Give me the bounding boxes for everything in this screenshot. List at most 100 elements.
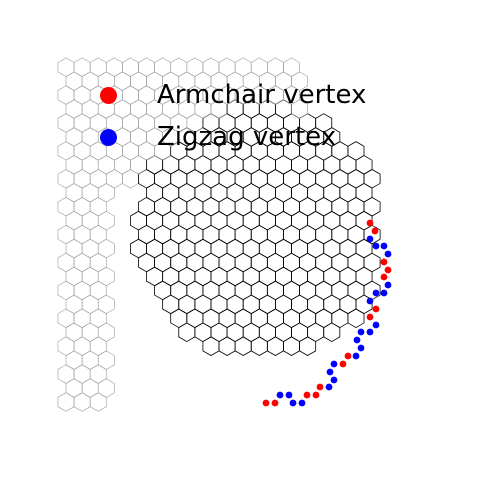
inner-hex-cell — [250, 224, 268, 245]
inner-hex-cell — [323, 322, 341, 343]
inner-hex-cell — [274, 238, 292, 259]
outer-hex-cell — [89, 252, 107, 273]
outer-hex-cell — [73, 141, 91, 161]
outer-hex-cell — [89, 364, 107, 384]
outer-hex-cell — [57, 224, 75, 245]
inner-hex-cell — [258, 294, 276, 315]
inner-hex-cell — [234, 224, 252, 245]
outer-hex-cell — [97, 322, 115, 342]
inner-hex-cell — [258, 322, 276, 343]
outer-hex-cell — [97, 238, 115, 259]
inner-hex-cell — [283, 336, 300, 356]
inner-hex-cell — [266, 336, 284, 356]
zigzag-vertex — [372, 242, 380, 250]
inner-hex-cell — [307, 238, 325, 259]
inner-hex-cell — [347, 308, 365, 329]
inner-hex-cell — [146, 155, 164, 175]
inner-hex-cell — [291, 266, 309, 287]
inner-hex-cell — [274, 182, 292, 203]
inner-hex-cell — [315, 308, 333, 329]
legend-item-zigzag: Zigzag vertex — [95, 116, 366, 158]
inner-hex-cell — [258, 155, 276, 175]
outer-hex-cell — [89, 308, 107, 328]
inner-hex-cell — [178, 294, 196, 315]
inner-hex-cell — [258, 182, 276, 203]
inner-hex-cell — [299, 280, 317, 301]
inner-hex-cell — [347, 252, 365, 273]
inner-hex-cell — [250, 308, 268, 329]
inner-hex-cell — [210, 294, 228, 315]
inner-hex-cell — [226, 210, 244, 231]
inner-hex-cell — [323, 182, 341, 203]
inner-hex-cell — [347, 280, 365, 301]
outer-hex-cell — [57, 85, 75, 105]
inner-hex-cell — [178, 182, 196, 203]
zigzag-vertex — [372, 321, 380, 329]
outer-hex-cell — [89, 392, 107, 412]
inner-hex-cell — [307, 294, 325, 315]
inner-hex-cell — [274, 210, 292, 231]
armchair-marker-icon — [100, 86, 117, 104]
inner-hex-cell — [315, 113, 333, 133]
inner-hex-cell — [315, 196, 333, 217]
outer-hex-cell — [89, 336, 107, 356]
inner-hex-cell — [315, 280, 333, 301]
zigzag-vertex — [357, 344, 365, 352]
inner-hex-cell — [194, 294, 212, 315]
inner-hex-cell — [363, 196, 381, 217]
inner-hex-cell — [202, 336, 220, 356]
zigzag-vertex — [298, 399, 306, 407]
inner-hex-cell — [138, 224, 155, 245]
inner-hex-cell — [226, 266, 244, 287]
inner-hex-cell — [234, 336, 252, 356]
inner-hex-cell — [266, 252, 284, 273]
inner-hex-cell — [291, 238, 309, 259]
outer-hex-cell — [57, 169, 75, 189]
outer-hex-cell — [65, 350, 83, 370]
inner-hex-cell — [266, 280, 284, 301]
inner-hex-cell — [162, 182, 180, 203]
inner-hex-cell — [315, 224, 333, 245]
inner-hex-cell — [331, 224, 349, 245]
inner-hex-cell — [291, 155, 309, 175]
zigzag-vertex — [330, 360, 338, 368]
inner-hex-cell — [307, 155, 325, 175]
inner-hex-cell — [154, 224, 172, 245]
inner-hex-cell — [162, 266, 180, 287]
outer-hex-cell — [73, 280, 91, 301]
inner-hex-cell — [226, 294, 244, 315]
outer-hex-cell — [65, 322, 83, 342]
zigzag-vertex — [384, 281, 392, 289]
inner-hex-cell — [283, 196, 300, 217]
inner-hex-cell — [186, 169, 204, 189]
inner-hex-cell — [218, 196, 236, 217]
inner-hex-cell — [210, 238, 228, 259]
outer-hex-cell — [81, 350, 99, 370]
inner-hex-cell — [170, 169, 188, 189]
zigzag-vertex — [384, 250, 392, 258]
inner-hex-cell — [186, 224, 204, 245]
inner-hex-cell — [234, 196, 252, 217]
inner-hex-cell — [210, 182, 228, 203]
armchair-vertex — [344, 352, 352, 360]
zigzag-marker-icon — [100, 128, 117, 146]
inner-hex-cell — [266, 169, 284, 189]
zigzag-vertex — [366, 297, 374, 305]
inner-hex-cell — [178, 155, 196, 175]
outer-hex-cell — [65, 266, 83, 287]
armchair-vertex — [303, 391, 311, 399]
outer-hex-cell — [65, 155, 83, 175]
inner-hex-cell — [186, 308, 204, 329]
zigzag-vertex — [276, 391, 284, 399]
outer-hex-cell — [97, 266, 115, 287]
inner-hex-cell — [170, 196, 188, 217]
inner-hex-cell — [194, 182, 212, 203]
inner-hex-cell — [218, 308, 236, 329]
inner-hex-cell — [218, 169, 236, 189]
inner-hex-cell — [307, 322, 325, 343]
inner-hex-cell — [363, 252, 381, 273]
inner-hex-cell — [331, 252, 349, 273]
inner-hex-cell — [218, 224, 236, 245]
outer-hex-cell — [89, 169, 107, 189]
outer-hex-cell — [73, 224, 91, 245]
